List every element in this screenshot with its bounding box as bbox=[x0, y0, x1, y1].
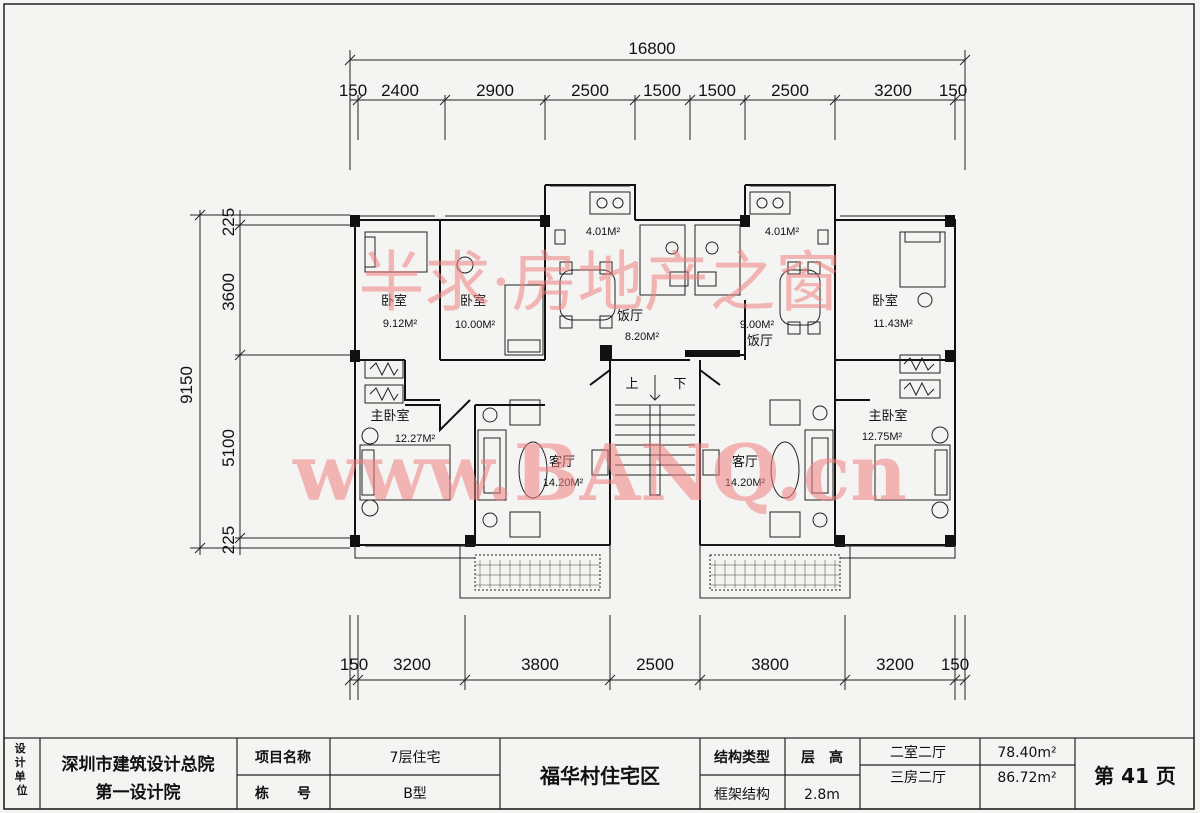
dim-bottom-seg: 150 bbox=[340, 655, 368, 674]
room-living-right-name: 客厅 bbox=[732, 454, 758, 470]
company-line-1: 深圳市建筑设计总院 bbox=[62, 754, 215, 775]
structure-type-value: 框架结构 bbox=[714, 787, 770, 803]
columns bbox=[350, 215, 955, 547]
dim-top-seg: 150 bbox=[339, 81, 367, 100]
room-bedroom-1-name: 卧室 bbox=[381, 293, 407, 309]
project-name-label: 项目名称 bbox=[255, 749, 311, 766]
dim-left-total: 9150 bbox=[177, 366, 196, 404]
watermark-line-2: www.BANQ.cn bbox=[292, 428, 907, 519]
dim-top-segments: 150 2400 2900 2500 1500 1500 2500 3200 1… bbox=[339, 81, 967, 100]
title-block-grid bbox=[3, 737, 1195, 810]
dim-left-seg: 225 bbox=[219, 208, 238, 236]
room-bedroom-3-name: 卧室 bbox=[872, 293, 898, 309]
page-number: 第 41 页 bbox=[1094, 764, 1176, 788]
room-living-right-area: 14.20M² bbox=[725, 477, 766, 489]
room-bedroom-2-name: 卧室 bbox=[460, 293, 486, 309]
design-unit-char-2: 计 bbox=[15, 755, 26, 769]
dim-top-seg: 2500 bbox=[571, 81, 609, 100]
dim-top-seg: 3200 bbox=[874, 81, 912, 100]
room-dining-left-area: 8.20M² bbox=[625, 331, 660, 343]
dim-top-seg: 2400 bbox=[381, 81, 419, 100]
dim-bottom-seg: 3800 bbox=[521, 655, 559, 674]
watermark-line-1: 半求·房地产之窗 bbox=[359, 244, 842, 321]
room-dining-left-name: 饭厅 bbox=[617, 309, 643, 324]
dim-left-seg: 225 bbox=[219, 526, 238, 554]
dim-bottom-segments: 150 3200 3800 2500 3800 3200 150 bbox=[340, 655, 969, 674]
room-master-right-name: 主卧室 bbox=[868, 408, 907, 424]
design-unit-label: 设 计 单 位 bbox=[15, 741, 30, 797]
building-no-value: B型 bbox=[403, 786, 427, 802]
dim-top-seg: 1500 bbox=[698, 81, 736, 100]
dim-top-seg: 2500 bbox=[771, 81, 809, 100]
balconies bbox=[354, 544, 956, 599]
dim-left-seg: 3600 bbox=[219, 273, 238, 311]
dim-bottom-seg: 3800 bbox=[751, 655, 789, 674]
dim-top-total: 16800 bbox=[628, 39, 675, 58]
design-unit-char-1: 设 bbox=[15, 741, 27, 755]
district-name: 福华村住宅区 bbox=[539, 764, 660, 788]
floor-height-label: 层 高 bbox=[801, 749, 843, 766]
left-dimensions bbox=[190, 209, 350, 555]
dim-bottom-seg: 3200 bbox=[393, 655, 431, 674]
room-living-left-area: 14.20M² bbox=[543, 477, 584, 489]
dim-bottom-seg: 150 bbox=[941, 655, 969, 674]
room-bedroom-3-area: 11.43M² bbox=[873, 318, 913, 330]
room-bedroom-1-area: 9.12M² bbox=[383, 318, 418, 330]
dim-left-seg: 5100 bbox=[219, 429, 238, 467]
unit-b-area: 86.72m² bbox=[997, 770, 1056, 786]
dim-bottom-seg: 2500 bbox=[636, 655, 674, 674]
room-kitchen-left-area: 4.01M² bbox=[586, 226, 621, 238]
structure-type-label: 结构类型 bbox=[714, 749, 770, 766]
room-dining-right-area: 9.00M² bbox=[740, 319, 775, 331]
title-block: 设 计 单 位 深圳市建筑设计总院 第一设计院 项目名称 7层住宅 栋 号 B型… bbox=[15, 741, 1176, 803]
unit-a-area: 78.40m² bbox=[997, 745, 1056, 761]
floor-height-value: 2.8m bbox=[804, 787, 840, 803]
windows bbox=[360, 185, 945, 547]
dim-left-segments: 225 3600 5100 225 bbox=[219, 208, 238, 554]
page-border bbox=[3, 3, 1195, 810]
company-line-2: 第一设计院 bbox=[96, 782, 181, 803]
design-unit-char-3: 单 bbox=[15, 769, 26, 783]
room-labels: 卧室 9.12M² 卧室 10.00M² 4.01M² 饭厅 8.20M² 4.… bbox=[370, 226, 913, 489]
balcony-tiles bbox=[475, 560, 840, 588]
stair-down-label: 下 bbox=[673, 377, 686, 392]
unit-b-type: 三房二厅 bbox=[890, 770, 946, 786]
room-bedroom-2-area: 10.00M² bbox=[455, 319, 496, 331]
design-unit-char-4: 位 bbox=[17, 783, 28, 797]
room-master-left-area: 12.27M² bbox=[395, 433, 436, 445]
project-name-value: 7层住宅 bbox=[390, 750, 441, 766]
bottom-dimensions bbox=[344, 615, 971, 700]
room-dining-right-name: 饭厅 bbox=[747, 334, 773, 349]
unit-a-type: 二室二厅 bbox=[890, 744, 946, 761]
dim-top-seg: 1500 bbox=[643, 81, 681, 100]
furniture bbox=[359, 191, 951, 538]
dim-top-seg: 150 bbox=[939, 81, 967, 100]
room-master-left-name: 主卧室 bbox=[370, 408, 409, 424]
room-living-left-name: 客厅 bbox=[549, 454, 575, 470]
room-master-right-area: 12.75M² bbox=[862, 431, 903, 443]
building-no-label: 栋 号 bbox=[255, 785, 311, 802]
dim-bottom-seg: 3200 bbox=[876, 655, 914, 674]
dim-top-seg: 2900 bbox=[476, 81, 514, 100]
stair-up-label: 上 bbox=[625, 377, 638, 392]
staircase bbox=[615, 375, 695, 496]
room-kitchen-right-area: 4.01M² bbox=[765, 226, 800, 238]
top-dimensions bbox=[344, 50, 971, 170]
